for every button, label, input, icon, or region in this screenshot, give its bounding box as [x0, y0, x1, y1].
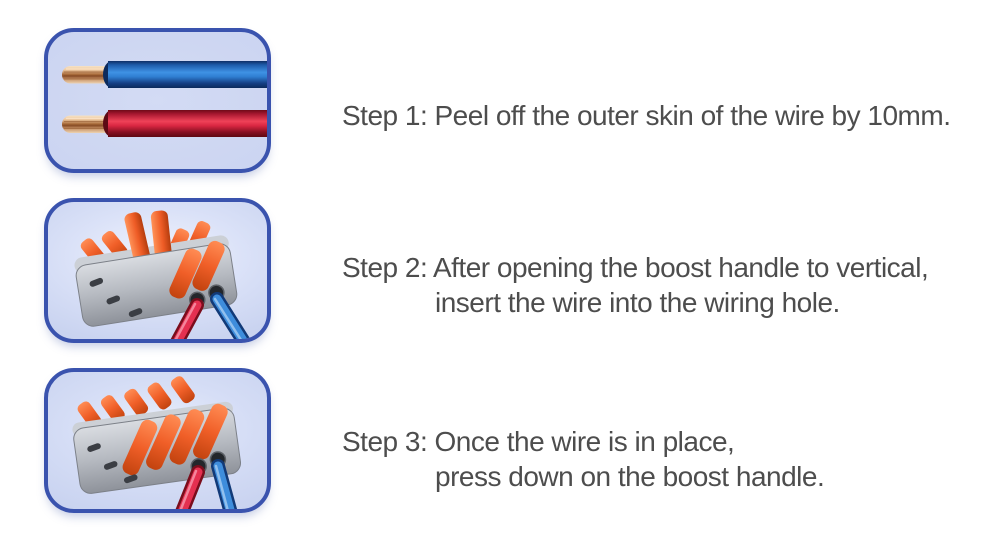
connector-body-open — [74, 210, 238, 327]
inserted-wires — [170, 292, 251, 339]
stripped-wires-illustration — [62, 61, 267, 137]
step-2-text: Step 2: After opening the boost handle t… — [342, 250, 929, 320]
step-3-image-panel — [44, 368, 271, 513]
lowered-levers — [169, 240, 225, 299]
red-wire — [62, 110, 267, 137]
step-3-line-1: Step 3: Once the wire is in place, — [342, 426, 735, 457]
connector-body-closed — [72, 376, 242, 494]
inserted-wires — [175, 459, 238, 509]
step-3-text: Step 3: Once the wire is in place, press… — [342, 424, 825, 494]
step-2-line-1: Step 2: After opening the boost handle t… — [342, 252, 929, 283]
lowered-boost-handles — [122, 403, 228, 476]
step-1-text: Step 1: Peel off the outer skin of the w… — [342, 98, 951, 133]
step-2-image-panel — [44, 198, 271, 343]
step-1-image-panel — [44, 28, 271, 173]
step-3-line-2: press down on the boost handle. — [435, 461, 825, 492]
step-1-line-1: Step 1: Peel off the outer skin of the w… — [342, 100, 951, 131]
side-slots — [89, 277, 143, 318]
step-2-line-2: insert the wire into the wiring hole. — [435, 287, 840, 318]
connector-closed-illustration — [72, 376, 242, 509]
blue-wire — [62, 61, 267, 88]
side-slots — [87, 443, 138, 484]
connector-open-illustration — [74, 210, 251, 339]
raised-boost-handles — [124, 210, 173, 265]
